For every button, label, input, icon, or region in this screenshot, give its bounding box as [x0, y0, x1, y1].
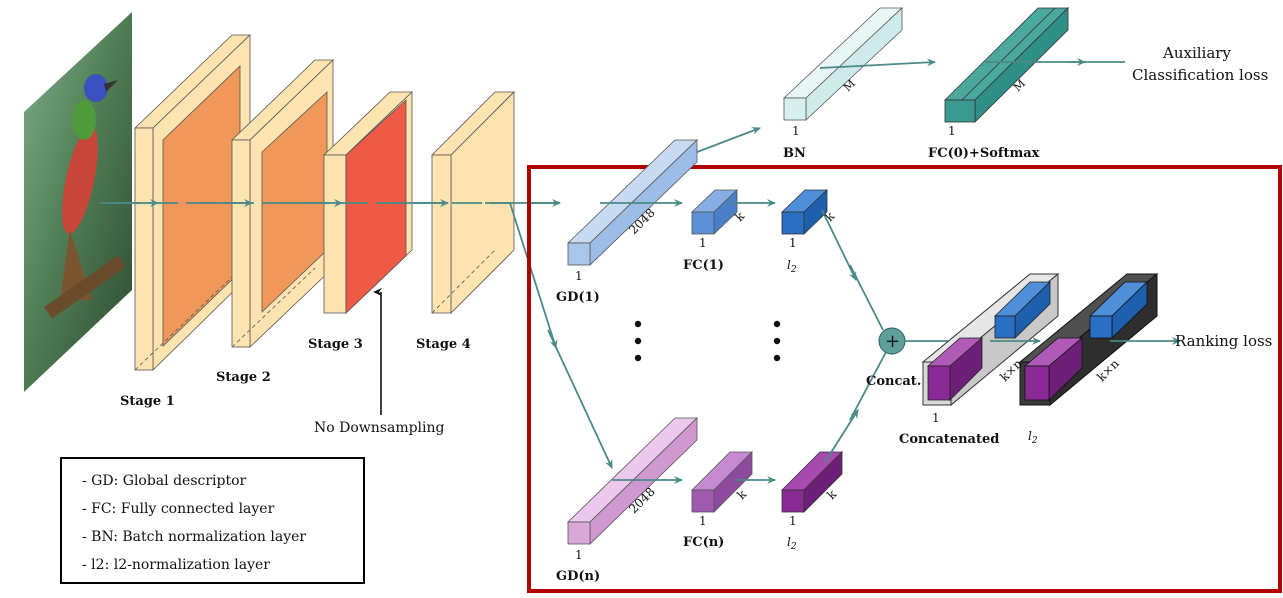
bn-prism [782, 7, 904, 121]
final-l2-prism [1018, 272, 1159, 407]
gdn-one-label: 1 [575, 548, 583, 562]
legend-item-fc: - FC: Fully connected layer [82, 501, 275, 517]
concatenated-one-label: 1 [932, 411, 940, 425]
l2-n-one-label: 1 [789, 514, 797, 528]
fcn-dim-label: k [734, 487, 750, 503]
auxiliary-loss-line1: Auxiliary [1162, 44, 1231, 62]
stage4-block [431, 91, 515, 314]
gd1-one-label: 1 [575, 269, 583, 283]
highlight-box [527, 165, 1282, 593]
input-bird-image [24, 12, 132, 392]
ranking-loss-label: Ranking loss [1175, 332, 1272, 350]
fc1-label: FC(1) [683, 258, 724, 273]
fc1-dim-label: k [732, 209, 748, 225]
auxiliary-loss-line2: Classification loss [1132, 66, 1268, 84]
no-downsampling-label: No Downsampling [314, 420, 445, 436]
final-l2-label: l2 [1028, 429, 1038, 446]
stage4-label: Stage 4 [416, 337, 471, 352]
fc1-prism [691, 189, 738, 235]
stage2-label: Stage 2 [216, 370, 271, 385]
l2-n-dim-label: k [824, 487, 840, 503]
l2-1-dim-label: k [822, 209, 838, 225]
legend-item-gd: - GD: Global descriptor [82, 473, 247, 489]
gdn-prism [567, 417, 698, 545]
concatenated-prism [921, 272, 1060, 407]
gdn-label: GD(n) [556, 569, 600, 584]
legend-item-bn: - BN: Batch normalization layer [82, 529, 307, 545]
branch1 [567, 139, 884, 331]
concat-label: Concat. [866, 374, 921, 389]
l2-1-label: l2 [787, 258, 797, 275]
branchn [567, 351, 887, 545]
fc0-prism [944, 7, 1069, 123]
ellipsis-dots [634, 320, 781, 362]
gd1-label: GD(1) [556, 290, 600, 305]
auxiliary-branch [649, 7, 1125, 171]
fc0-one-label: 1 [948, 124, 956, 138]
backbone-stages [100, 34, 560, 415]
fcn-one-label: 1 [699, 514, 707, 528]
concatenated-label: Concatenated [899, 432, 999, 447]
fc1-one-label: 1 [699, 236, 707, 250]
plus-icon: + [885, 331, 900, 352]
legend-item-l2: - l2: l2-normalization layer [82, 557, 270, 573]
fcn-label: FC(n) [683, 535, 724, 550]
l2-1-prism [781, 189, 828, 235]
fc0-label: FC(0)+Softmax [928, 146, 1040, 161]
stage1-label: Stage 1 [120, 394, 175, 409]
l2-n-label: l2 [787, 535, 797, 552]
bn-one-label: 1 [792, 124, 800, 138]
l2-n-prism [781, 451, 843, 513]
fcn-prism [691, 451, 753, 513]
legend-box: - GD: Global descriptor - FC: Fully conn… [60, 457, 365, 584]
stage3-label: Stage 3 [308, 337, 363, 352]
bn-label: BN [783, 146, 806, 161]
l2-1-one-label: 1 [789, 236, 797, 250]
stage2-block [231, 59, 334, 348]
